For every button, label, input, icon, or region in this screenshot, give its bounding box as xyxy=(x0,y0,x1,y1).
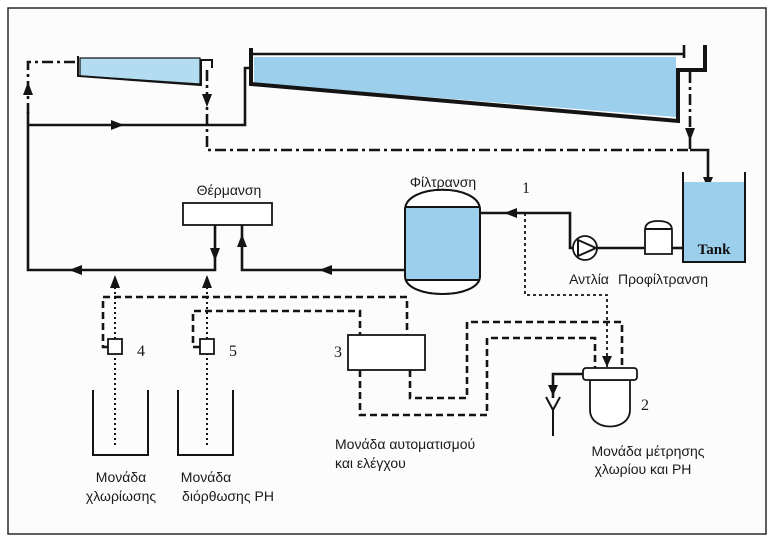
pump-icon xyxy=(572,235,598,261)
balance-tank-walls xyxy=(77,56,213,87)
arrow-down-icon xyxy=(202,94,212,107)
return-pipe-heater-to-left xyxy=(26,112,217,272)
ph-correction-unit: 5 Μονάδα διόρθωσης PH xyxy=(177,338,274,504)
marker-4: 4 xyxy=(137,343,145,360)
measurement-unit-cap xyxy=(582,367,638,381)
arrow-left-icon xyxy=(319,265,332,275)
measurement-unit-body xyxy=(589,379,631,428)
pump: Αντλία xyxy=(569,235,609,287)
arrow-up-icon xyxy=(23,82,33,95)
arrow-down-icon xyxy=(685,128,695,141)
filter: Φίλτρανση xyxy=(404,174,481,295)
tank-water xyxy=(684,182,744,261)
sampling-line xyxy=(524,213,608,367)
chlorine-container xyxy=(92,390,149,456)
arrow-up-icon xyxy=(110,275,120,288)
ph-unit-label-line-1: Μονάδα xyxy=(181,469,231,485)
arrow-left-icon xyxy=(504,208,517,218)
prefilter: Προφίλτρανση xyxy=(618,220,708,287)
signal-line-control-to-pump-4 xyxy=(101,295,409,349)
control-unit-box xyxy=(347,334,426,371)
arrow-left-icon xyxy=(69,265,82,275)
marker-2: 2 xyxy=(641,397,649,414)
arrow-down-icon xyxy=(210,248,220,261)
marker-1: 1 xyxy=(522,180,530,197)
dosing-pump-5 xyxy=(199,338,215,355)
tank-walls xyxy=(682,172,746,263)
return-pipe-to-pool xyxy=(28,66,251,127)
heater: Θέρμανση xyxy=(182,182,273,226)
swimming-pool xyxy=(249,45,707,124)
tank-inlet-pipe xyxy=(690,148,710,188)
pump-label: Αντλία xyxy=(569,271,609,287)
marker-3: 3 xyxy=(334,344,342,361)
pool-walls xyxy=(249,45,707,124)
ph-unit-label-line-2: διόρθωσης PH xyxy=(182,488,274,504)
filter-label: Φίλτρανση xyxy=(410,174,476,190)
heater-box xyxy=(182,202,273,226)
drain-icon xyxy=(545,396,561,436)
chlorination-unit-label-line-1: Μονάδα xyxy=(96,469,146,485)
chlorination-unit-label-line-2: χλωρίωσης xyxy=(86,488,156,504)
pump-triangle xyxy=(577,238,599,258)
ph-container xyxy=(177,390,234,456)
marker-5: 5 xyxy=(229,343,237,360)
balance-tank xyxy=(77,56,213,87)
prefilter-canister xyxy=(644,220,673,255)
signal-line-measure-to-control-b xyxy=(358,336,597,417)
prefilter-label: Προφίλτρανση xyxy=(618,271,708,287)
chlorine-ph-measurement-unit: 2 Μονάδα μέτρησης χλωρίου και PH xyxy=(582,367,705,477)
heater-label: Θέρμανση xyxy=(197,182,262,198)
filter-water xyxy=(406,207,479,280)
chlorination-unit: 4 Μονάδα χλωρίωσης xyxy=(86,338,156,504)
control-unit-label-line-1: Μονάδα αυτοματισμού xyxy=(335,436,475,452)
filter-outline xyxy=(404,188,481,295)
tank-label: Tank xyxy=(698,242,731,258)
overflow-line-left xyxy=(26,60,78,114)
arrow-up-icon xyxy=(202,275,212,288)
arrow-up-icon xyxy=(237,234,247,247)
arrow-right-icon xyxy=(111,120,124,130)
tank: Tank xyxy=(682,172,746,263)
measurement-unit-label-line-1: Μονάδα μέτρησης xyxy=(591,443,704,459)
pool-water xyxy=(254,57,676,117)
dosing-pump-4 xyxy=(107,338,123,355)
arrow-down-icon xyxy=(548,385,558,396)
measurement-unit-label-line-2: χλωρίου και PH xyxy=(595,461,692,477)
signal-line-measure-to-control-a xyxy=(408,320,624,400)
automation-control-unit: 3 Μονάδα αυτοματισμού και ελέγχου xyxy=(334,334,475,471)
control-unit-label-line-2: και ελέγχου xyxy=(335,455,406,471)
arrow-down-icon xyxy=(602,356,612,367)
signal-line-control-to-pump-5 xyxy=(191,309,362,349)
